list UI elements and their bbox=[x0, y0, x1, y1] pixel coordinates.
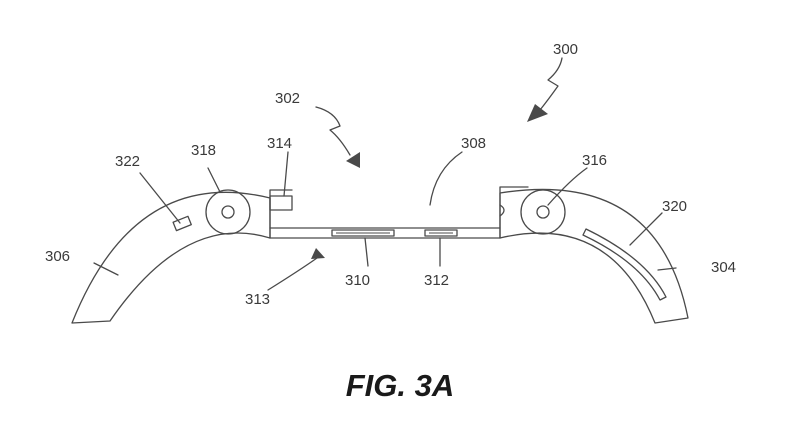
right-band bbox=[499, 188, 689, 324]
label-306: 306 bbox=[45, 248, 70, 265]
label-316: 316 bbox=[582, 152, 607, 169]
housing-floor bbox=[269, 227, 501, 239]
figure-caption: FIG. 3A bbox=[346, 368, 455, 403]
hinge-318 bbox=[205, 189, 251, 235]
sensor-312 bbox=[424, 229, 458, 237]
label-312: 312 bbox=[424, 272, 449, 289]
button-314 bbox=[269, 195, 293, 211]
arrow-313 bbox=[311, 248, 325, 259]
label-318: 318 bbox=[191, 142, 216, 159]
label-322: 322 bbox=[115, 153, 140, 170]
label-308: 308 bbox=[461, 135, 486, 152]
label-313: 313 bbox=[245, 291, 270, 308]
label-302: 302 bbox=[275, 90, 300, 107]
component-322 bbox=[172, 215, 192, 232]
arrow-302 bbox=[315, 106, 360, 168]
label-304: 304 bbox=[711, 259, 736, 276]
label-320: 320 bbox=[662, 198, 687, 215]
slot-320 bbox=[582, 228, 667, 301]
arrow-300 bbox=[527, 57, 563, 122]
sensor-310 bbox=[331, 229, 395, 237]
right-wall-bump bbox=[499, 204, 505, 217]
label-300: 300 bbox=[553, 41, 578, 58]
housing-outline bbox=[269, 186, 529, 239]
label-314: 314 bbox=[267, 135, 292, 152]
hinge-316 bbox=[520, 189, 566, 235]
label-310: 310 bbox=[345, 272, 370, 289]
leader-lines bbox=[93, 151, 677, 291]
